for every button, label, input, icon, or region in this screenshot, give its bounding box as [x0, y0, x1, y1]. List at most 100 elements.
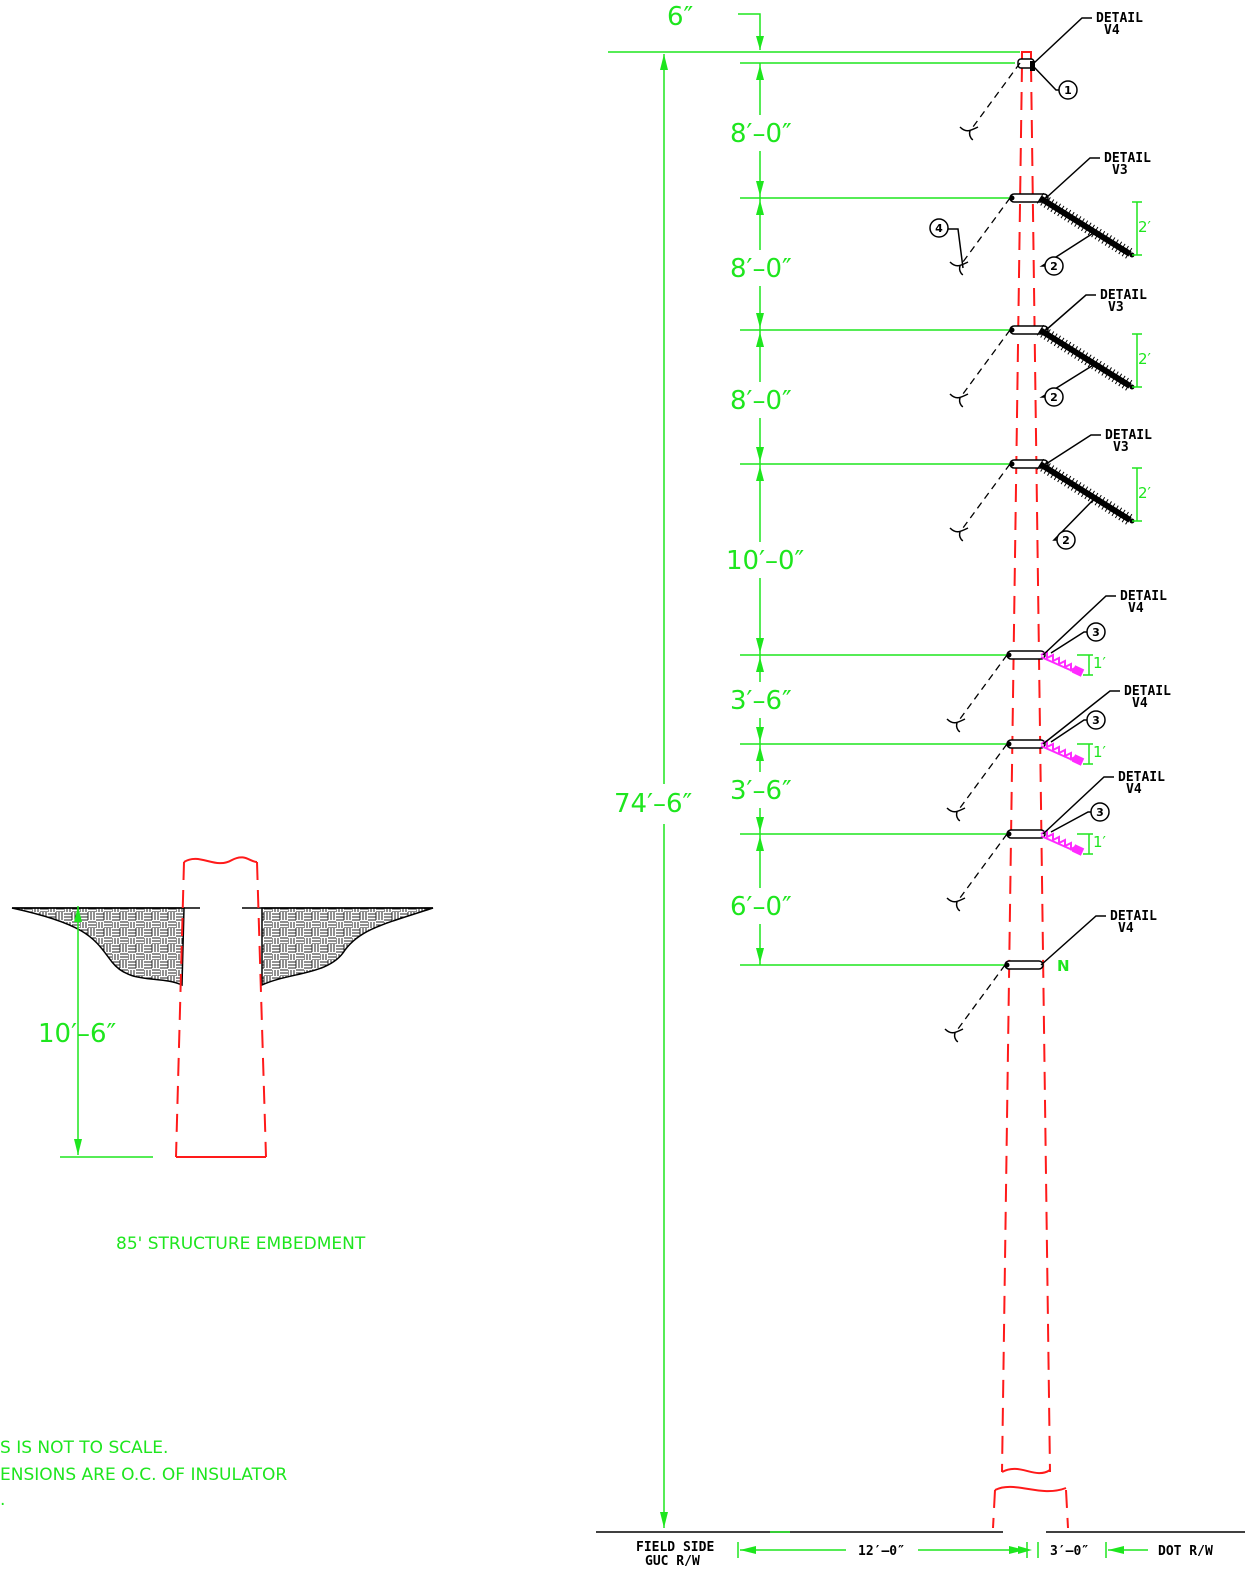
detail-label: DETAIL [1120, 589, 1167, 604]
detail-label: DETAIL [1105, 428, 1152, 443]
bubble-leader [1050, 719, 1087, 743]
dot-rw-label: DOT R/W [1158, 1544, 1213, 1559]
detail-label: DETAIL [1096, 11, 1143, 26]
detail-ref: V4 [1104, 23, 1120, 38]
spacing-label-7: 6′–0″ [730, 892, 792, 922]
detail-leader [1033, 17, 1092, 64]
guy-anchor-icon [946, 718, 966, 733]
detail-leader [1042, 595, 1116, 656]
arrester-body [1040, 745, 1078, 763]
detail-ref: V3 [1108, 300, 1124, 315]
note-line-3: . [0, 1490, 5, 1510]
arrester-body [1040, 656, 1078, 674]
bolt-icon [1009, 327, 1015, 333]
bubble-leader [1039, 231, 1096, 267]
insulator-sheds [1036, 324, 1134, 392]
drop-label: 2′ [1138, 350, 1152, 368]
hardware-group: DETAILV412′DETAILV322′DETAILV322′DETAILV… [929, 11, 1171, 1043]
embed-pole-right [256, 861, 267, 1158]
drop-label: 2′ [1138, 218, 1152, 236]
detail-ref: V3 [1112, 163, 1128, 178]
drop-label: 1′ [1093, 743, 1107, 761]
callout-number: 3 [1092, 714, 1100, 727]
insulator-sheds [1036, 458, 1134, 526]
bolt-icon [1006, 741, 1012, 747]
drop-dim [1077, 654, 1093, 676]
guy-anchor-icon [949, 261, 969, 276]
guy-wire [959, 463, 1011, 533]
pole-body [992, 51, 1069, 1529]
guy-callout-bubble [929, 218, 949, 238]
spacing-label-6: 3′–6″ [730, 776, 792, 806]
crossarm-band [1006, 829, 1046, 839]
soil-right [261, 907, 434, 987]
detail-leader [1040, 915, 1106, 966]
guy-wire [956, 654, 1008, 724]
detail-label: DETAIL [1104, 151, 1151, 166]
drop-label: 1′ [1093, 833, 1107, 851]
detail-ref: V4 [1132, 696, 1148, 711]
guc-rw-label: GUC R/W [645, 1554, 700, 1569]
guy-wire [959, 197, 1011, 267]
callout-bubble [1086, 622, 1106, 642]
detail-label: DETAIL [1110, 909, 1157, 924]
top-clamp [1030, 61, 1035, 71]
drop-dim [1132, 333, 1142, 388]
neutral-label: N [1057, 957, 1070, 975]
arrester-cap [1071, 665, 1085, 677]
soil-left [11, 907, 185, 987]
callout-number: 1 [1064, 84, 1072, 97]
note-line-2: ENSIONS ARE O.C. OF INSULATOR [0, 1465, 287, 1485]
bolt-icon [1006, 652, 1012, 658]
arrester-cap [1071, 754, 1085, 766]
guy-wire [954, 964, 1006, 1034]
callout-bubble [1044, 256, 1064, 276]
guy-wire [956, 743, 1008, 813]
detail-label: DETAIL [1100, 288, 1147, 303]
drop-dim [1077, 833, 1093, 855]
guy-callout-number: 4 [935, 222, 943, 235]
arrester-icon [1040, 650, 1078, 672]
detail-label: DETAIL [1124, 684, 1171, 699]
guy-anchor-icon [944, 1028, 964, 1043]
bolt-icon [1004, 962, 1010, 968]
callout-bubble [1086, 710, 1106, 730]
guy-wire [959, 329, 1011, 399]
embedment-caption: 85' STRUCTURE EMBEDMENT [116, 1234, 366, 1254]
callout-number: 3 [1092, 626, 1100, 639]
detail-leader [1042, 690, 1120, 745]
crossarm-band [1006, 650, 1046, 660]
offset-left-label: 12′–0″ [858, 1544, 905, 1559]
guy-anchor-icon [946, 897, 966, 912]
embedment-depth-label: 10′–6″ [38, 1019, 117, 1049]
pole-elevation: 74′–6″ 6″ [596, 2, 1245, 1569]
spacing-label-3: 8′–0″ [730, 386, 792, 416]
detail-ref: V4 [1118, 921, 1134, 936]
overall-height-label: 74′–6″ [614, 789, 693, 819]
callout-number: 2 [1050, 391, 1058, 404]
callout-number: 2 [1050, 260, 1058, 273]
spacing-label-4: 10′–0″ [726, 546, 805, 576]
callout-bubble [1044, 387, 1064, 407]
insulator-sheds [1036, 192, 1134, 260]
detail-leader [1042, 776, 1114, 835]
guy-anchor-icon [959, 126, 979, 141]
callout-bubble [1058, 80, 1078, 100]
embedment-detail: 10′–6″ 85' STRUCTURE EMBEDMENT [11, 856, 434, 1254]
guy-anchor-icon [946, 807, 966, 822]
guy-anchor-icon [949, 393, 969, 408]
callout-bubble [1056, 530, 1076, 550]
bubble-leader [1039, 363, 1096, 398]
drop-dim [1077, 743, 1093, 765]
bubble-leader [1052, 497, 1096, 541]
drop-label: 1′ [1093, 654, 1107, 672]
detail-leader [1045, 294, 1096, 331]
detail-ref: V4 [1128, 601, 1144, 616]
guy-wire [956, 833, 1008, 903]
drop-label: 2′ [1138, 484, 1152, 502]
drop-dim [1132, 467, 1142, 522]
guy-anchor-icon [949, 527, 969, 542]
bolt-icon [1009, 195, 1015, 201]
detail-label: DETAIL [1118, 770, 1165, 785]
